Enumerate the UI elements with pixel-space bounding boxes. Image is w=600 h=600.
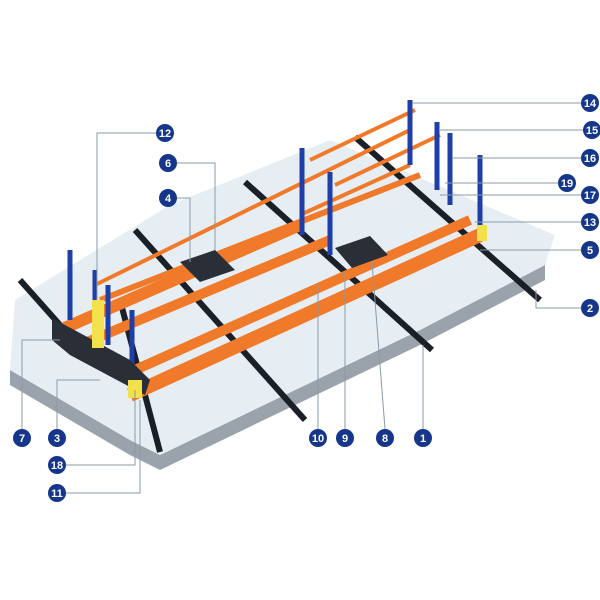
callout-17: 17 bbox=[581, 186, 599, 204]
callout-7: 7 bbox=[13, 429, 31, 447]
callout-number: 1 bbox=[420, 433, 426, 445]
callout-number: 7 bbox=[19, 433, 25, 445]
callout-number: 14 bbox=[584, 98, 597, 110]
callout-2: 2 bbox=[581, 299, 599, 317]
callout-number: 17 bbox=[584, 190, 596, 202]
callout-8: 8 bbox=[376, 429, 394, 447]
callout-circle bbox=[558, 174, 576, 192]
leader-line bbox=[21, 339, 60, 429]
callout-circle bbox=[581, 241, 599, 259]
leader-lines bbox=[21, 102, 583, 494]
callout-11: 11 bbox=[48, 484, 66, 502]
callout-number: 9 bbox=[342, 433, 348, 445]
callout-number: 5 bbox=[587, 245, 593, 257]
callout-circle bbox=[583, 121, 600, 139]
callout-number: 3 bbox=[54, 433, 60, 445]
rail bbox=[353, 134, 542, 303]
callout-16: 16 bbox=[581, 149, 599, 167]
callout-circle bbox=[48, 429, 66, 447]
callout-circle bbox=[159, 189, 177, 207]
bases-and-bumpers bbox=[52, 225, 487, 398]
callout-1: 1 bbox=[414, 429, 432, 447]
callout-circle bbox=[581, 213, 599, 231]
callout-number: 12 bbox=[159, 128, 171, 140]
callout-circle bbox=[376, 429, 394, 447]
callout-circle bbox=[581, 149, 599, 167]
callouts: 14 15 16 19 17 13 5 2 12 6 4 7 3 18 11 10 9 8 1 bbox=[13, 94, 600, 502]
beam bbox=[132, 215, 473, 375]
callout-number: 19 bbox=[561, 178, 573, 190]
callout-15: 15 bbox=[583, 121, 600, 139]
beam bbox=[78, 235, 332, 350]
callout-number: 8 bbox=[382, 433, 388, 445]
top-beam bbox=[309, 108, 416, 162]
callout-number: 13 bbox=[584, 217, 596, 229]
top-beam bbox=[334, 133, 441, 187]
carriage-base bbox=[52, 318, 150, 395]
callout-12: 12 bbox=[156, 124, 174, 142]
callout-circle bbox=[581, 186, 599, 204]
callout-number: 11 bbox=[51, 488, 63, 500]
bumper bbox=[92, 300, 104, 348]
callout-circle bbox=[159, 154, 177, 172]
callout-18: 18 bbox=[48, 456, 66, 474]
callout-circle bbox=[156, 124, 174, 142]
callout-number: 10 bbox=[312, 433, 324, 445]
rail bbox=[17, 278, 63, 327]
rail bbox=[242, 179, 435, 353]
callout-number: 4 bbox=[165, 193, 172, 205]
callout-circle bbox=[581, 94, 599, 112]
callout-circle bbox=[13, 429, 31, 447]
beam bbox=[98, 172, 422, 303]
callout-4: 4 bbox=[159, 189, 177, 207]
bumper bbox=[477, 225, 487, 241]
carriage-base bbox=[180, 250, 235, 282]
leader-line bbox=[371, 261, 386, 430]
beam bbox=[127, 228, 483, 402]
leader-line bbox=[96, 132, 156, 300]
callout-number: 2 bbox=[587, 303, 593, 315]
leader-line bbox=[177, 162, 216, 250]
beam bbox=[94, 128, 411, 287]
callout-6: 6 bbox=[159, 154, 177, 172]
callout-circle bbox=[48, 484, 66, 502]
beam bbox=[299, 163, 411, 217]
callout-circle bbox=[48, 456, 66, 474]
leader-line bbox=[177, 197, 191, 262]
callout-circle bbox=[336, 429, 354, 447]
callout-14: 14 bbox=[581, 94, 599, 112]
callout-number: 18 bbox=[51, 460, 63, 472]
bumper bbox=[128, 380, 142, 398]
callout-circle bbox=[581, 299, 599, 317]
callout-9: 9 bbox=[336, 429, 354, 447]
callout-number: 16 bbox=[584, 153, 596, 165]
callout-5: 5 bbox=[581, 241, 599, 259]
leader-line bbox=[535, 290, 581, 309]
callout-3: 3 bbox=[48, 429, 66, 447]
carriage-base bbox=[335, 236, 388, 268]
callout-circle bbox=[414, 429, 432, 447]
leader-line bbox=[56, 379, 100, 429]
callout-number: 6 bbox=[165, 158, 171, 170]
leader-line bbox=[66, 400, 141, 494]
callout-10: 10 bbox=[309, 429, 327, 447]
leader-line bbox=[66, 390, 136, 466]
rail bbox=[132, 227, 308, 423]
callout-circle bbox=[309, 429, 327, 447]
callout-19: 19 bbox=[558, 174, 576, 192]
callout-number: 15 bbox=[586, 125, 598, 137]
callout-13: 13 bbox=[581, 213, 599, 231]
